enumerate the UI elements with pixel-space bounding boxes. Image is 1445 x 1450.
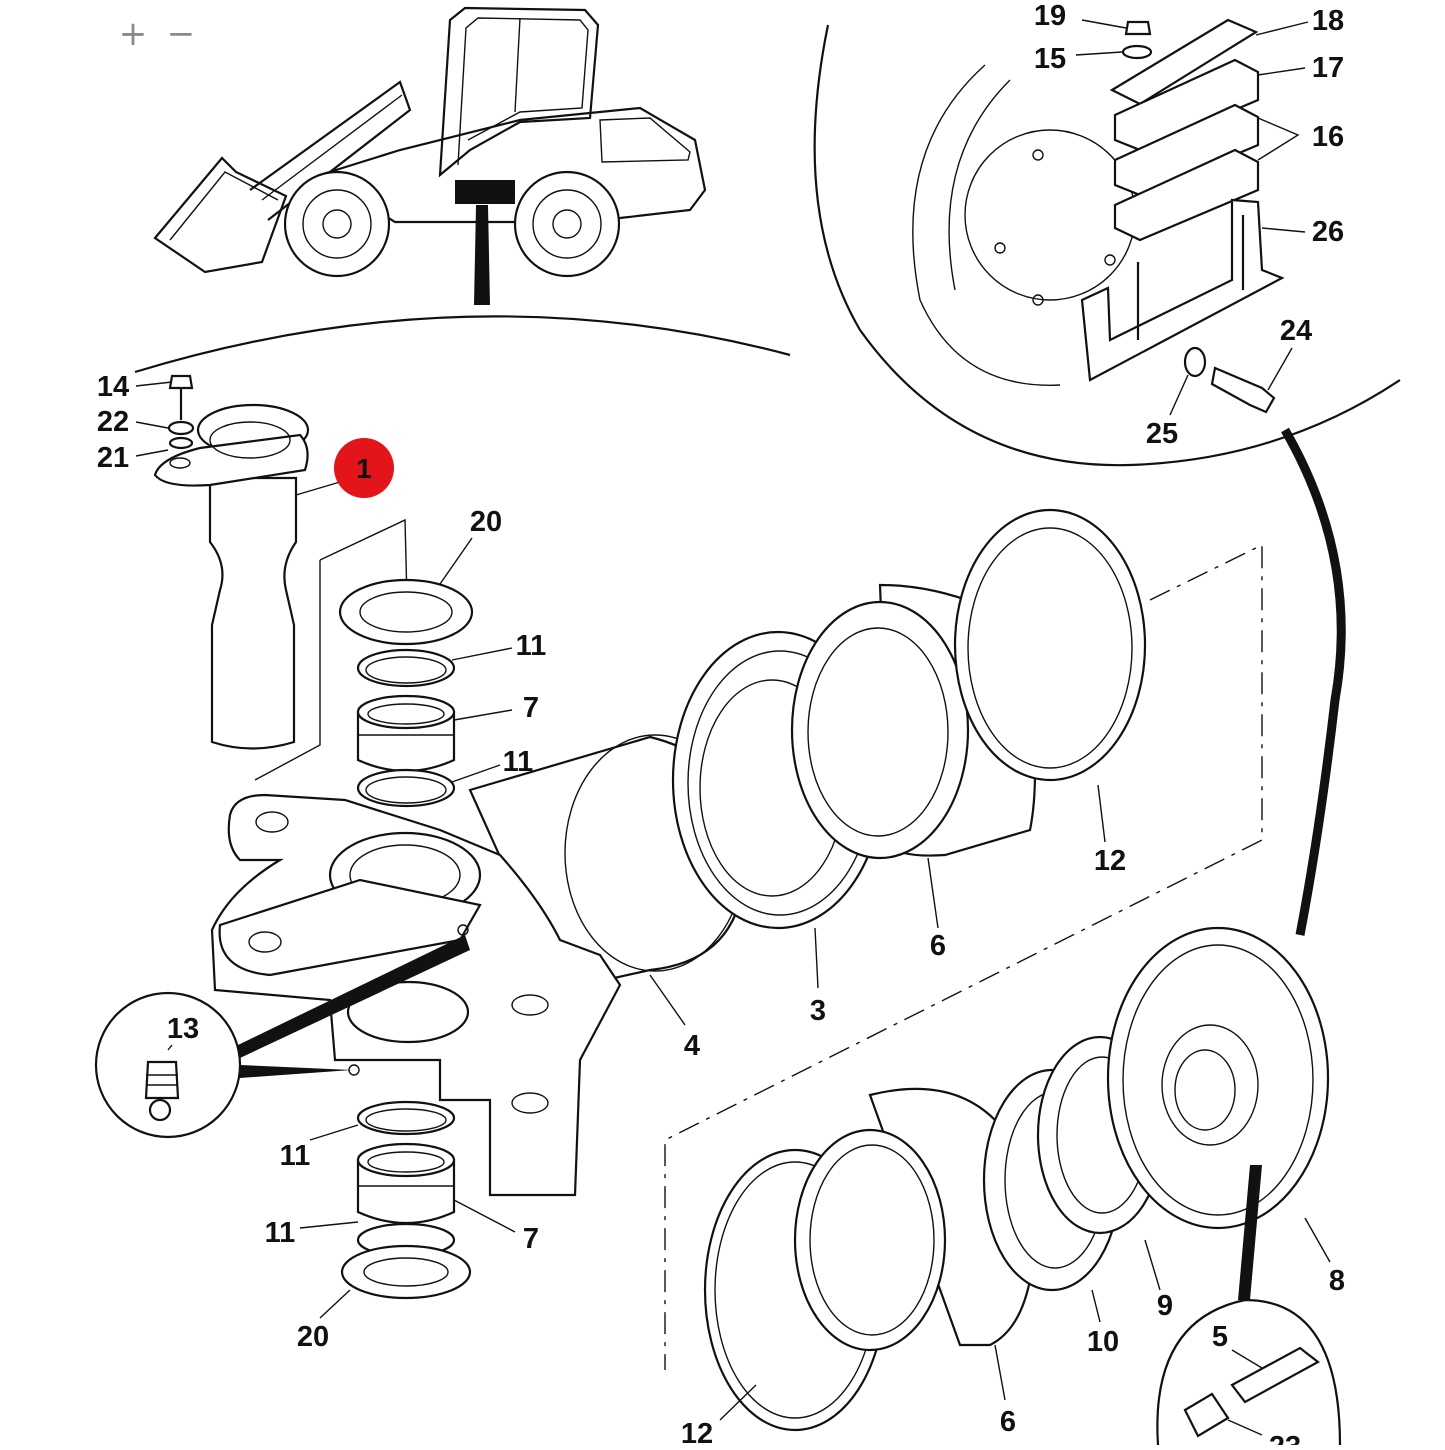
hub-group-lower <box>703 926 1330 1432</box>
detail-circle-grease-nipple <box>94 935 470 1139</box>
callout-9[interactable]: 9 <box>1157 1290 1173 1322</box>
callout-12-lower[interactable]: 12 <box>681 1418 713 1450</box>
lower-bushing-stack <box>340 1100 472 1300</box>
detail-circle-top <box>813 18 1401 467</box>
callout-23[interactable]: 23 <box>1269 1431 1301 1450</box>
callout-10[interactable]: 10 <box>1087 1326 1119 1358</box>
callout-5[interactable]: 5 <box>1212 1321 1228 1353</box>
callout-19[interactable]: 19 <box>1034 0 1066 32</box>
callout-8[interactable]: 8 <box>1329 1265 1345 1297</box>
callout-22[interactable]: 22 <box>97 406 129 438</box>
callout-3[interactable]: 3 <box>810 995 826 1027</box>
callout-15[interactable]: 15 <box>1034 43 1066 75</box>
callout-24[interactable]: 24 <box>1280 315 1312 347</box>
callout-26[interactable]: 26 <box>1312 216 1344 248</box>
callout-4[interactable]: 4 <box>684 1030 700 1062</box>
callout-25[interactable]: 25 <box>1146 418 1178 450</box>
callout-16[interactable]: 16 <box>1312 121 1344 153</box>
zoom-out-button[interactable]: − <box>166 14 196 54</box>
callout-13[interactable]: 13 <box>167 1013 199 1045</box>
callout-7-lower[interactable]: 7 <box>523 1223 539 1255</box>
part-1-pin <box>153 374 310 750</box>
wheel-loader-illustration <box>153 6 707 305</box>
leader-lines <box>135 19 1331 1436</box>
detail-circle-bolt <box>1156 1298 1342 1446</box>
callout-20-upper[interactable]: 20 <box>470 506 502 538</box>
callout-6-lower[interactable]: 6 <box>1000 1406 1016 1438</box>
callout-12-upper[interactable]: 12 <box>1094 845 1126 877</box>
steering-knuckle <box>210 793 622 1197</box>
highlight-badge-label: 1 <box>356 453 372 484</box>
callout-21[interactable]: 21 <box>97 442 129 474</box>
callout-11-b[interactable]: 11 <box>503 746 534 778</box>
zoom-in-button[interactable]: + <box>118 14 148 54</box>
callout-14[interactable]: 14 <box>97 371 129 403</box>
callout-18[interactable]: 18 <box>1312 5 1344 37</box>
callout-11-a[interactable]: 11 <box>516 630 547 662</box>
callout-20-lower[interactable]: 20 <box>297 1321 329 1353</box>
seal-group-upper <box>671 508 1147 930</box>
upper-bushing-stack <box>338 578 474 872</box>
highlight-badge-part-1[interactable]: 1 <box>334 438 394 498</box>
callout-7-upper[interactable]: 7 <box>523 692 539 724</box>
callout-6-upper[interactable]: 6 <box>930 930 946 962</box>
view-arc <box>134 315 791 374</box>
callout-11-d[interactable]: 11 <box>265 1217 296 1249</box>
callout-11-c[interactable]: 11 <box>280 1140 311 1172</box>
callout-17[interactable]: 17 <box>1312 52 1344 84</box>
